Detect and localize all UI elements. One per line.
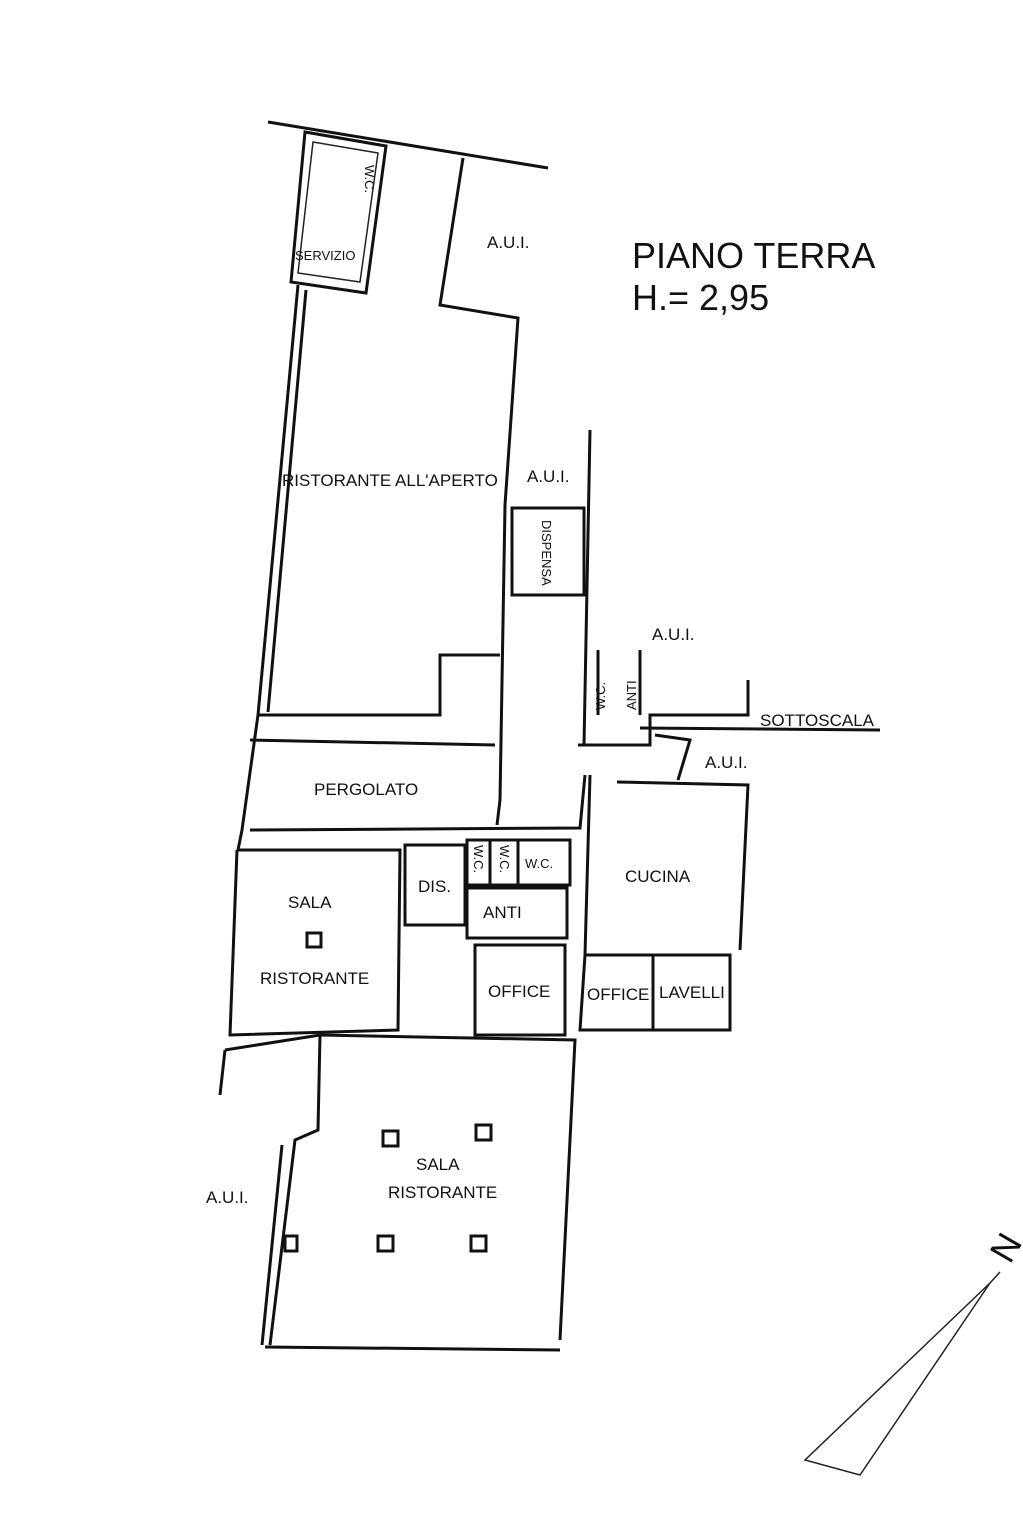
room-sottoscala: SOTTOSCALA	[760, 711, 875, 730]
room-anti-right: ANTI	[624, 680, 639, 710]
label-line: RISTORANTE	[388, 1183, 497, 1202]
room-wc-1: W.C.	[471, 845, 486, 873]
room-aui-cucina: A.U.I.	[705, 753, 748, 772]
room-wc-2: W.C.	[497, 845, 512, 873]
room-ristorante-aperto: RISTORANTE ALL'APERTO	[282, 471, 498, 490]
room-office-2: OFFICE	[587, 985, 649, 1004]
label-line: RISTORANTE	[260, 969, 369, 988]
floor-title: PIANO TERRA	[632, 235, 875, 276]
room-dispensa: DISPENSA	[539, 520, 554, 586]
room-sala-ristorante-2: SALA RISTORANTE	[388, 1155, 497, 1202]
room-wc-3: W.C.	[525, 856, 553, 871]
room-wc-right: W.C.	[593, 682, 608, 710]
label-line: SALA	[288, 893, 332, 912]
room-aui-top: A.U.I.	[487, 233, 530, 252]
room-sala-ristorante-1: SALA RISTORANTE	[260, 893, 369, 988]
north-arrow-icon: N	[803, 1226, 1023, 1476]
room-aui-right: A.U.I.	[652, 625, 695, 644]
room-servizio-wc: W.C.	[362, 165, 377, 193]
columns	[283, 931, 493, 1253]
room-anti: ANTI	[483, 903, 522, 922]
room-aui-bottom: A.U.I.	[206, 1188, 249, 1207]
room-pergolato: PERGOLATO	[314, 780, 418, 799]
floor-height: H.= 2,95	[632, 277, 769, 318]
room-dis: DIS.	[418, 877, 451, 896]
room-lavelli: LAVELLI	[659, 983, 725, 1002]
room-cucina: CUCINA	[625, 867, 691, 886]
room-aui-mid: A.U.I.	[527, 467, 570, 486]
label-line: SALA	[416, 1155, 460, 1174]
walls	[218, 120, 881, 1352]
room-servizio: SERVIZIO	[295, 248, 355, 263]
north-label: N	[981, 1226, 1023, 1269]
room-office-1: OFFICE	[488, 982, 550, 1001]
